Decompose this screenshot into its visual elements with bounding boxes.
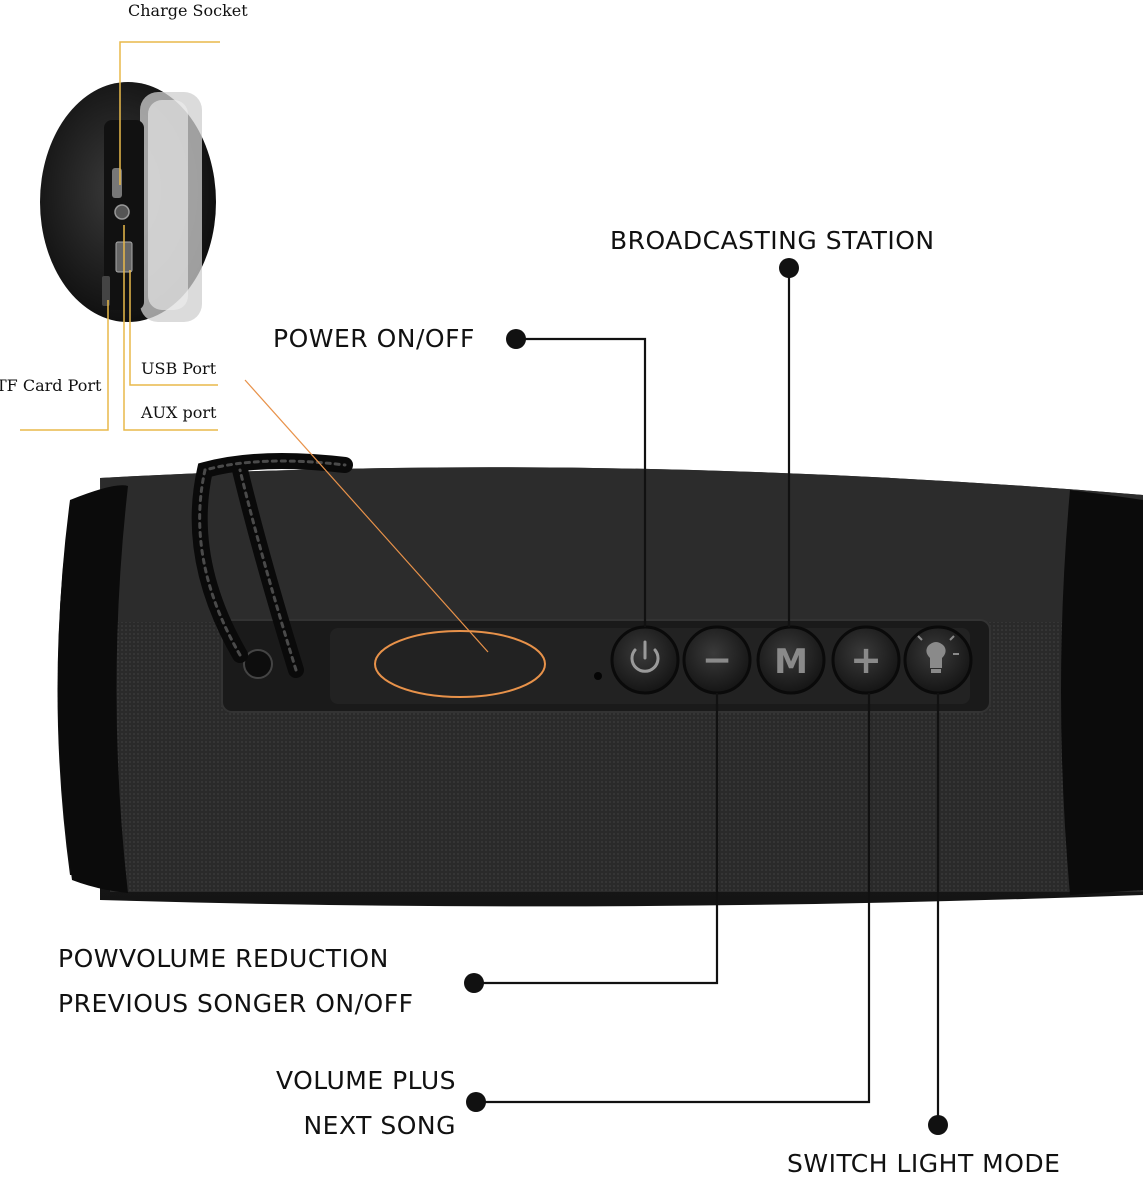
power-icon [630,648,660,673]
aux-port-jack [114,204,130,220]
volume-plus-label: VOLUME PLUS [275,1066,456,1095]
volume-reduction-label: POWVOLUME REDUCTION [58,944,389,973]
volume-down-button[interactable]: − [682,625,752,695]
light-bulb-icon [917,635,959,673]
power-on-off-label: POWER ON/OFF [273,324,475,353]
minus-icon: − [702,640,732,681]
previous-song-label: PREVIOUS SONGER ON/OFF [58,989,414,1018]
callout-dots [464,258,948,1135]
speaker-body [57,467,1143,907]
strap-mount [243,649,273,679]
plus-icon: + [850,638,882,682]
broadcasting-station-label: BROADCASTING STATION [610,226,935,255]
power-button[interactable] [610,625,680,695]
port-leader-lines [20,41,220,431]
ports-zoom-inset [40,82,216,322]
tf-card-port-label: TF Card Port [0,376,102,395]
usb-port-label: USB Port [141,359,217,378]
switch-light-mode-label: SWITCH LIGHT MODE [787,1149,1061,1177]
light-mode-button[interactable] [903,625,973,695]
mode-button[interactable]: M [756,625,826,695]
zoom-pointer-line [244,379,489,653]
rope-strap [191,453,353,678]
indicator-led [594,672,602,680]
charge-socket-label: Charge Socket [128,1,248,20]
tf-card-slot [102,276,110,306]
ports-location-highlight [374,630,546,698]
aux-port-label: AUX port [141,403,217,422]
next-song-label: NEXT SONG [303,1111,456,1140]
callout-lines [474,268,940,1125]
volume-up-button[interactable]: + [831,625,901,695]
mode-icon: M [774,642,808,682]
